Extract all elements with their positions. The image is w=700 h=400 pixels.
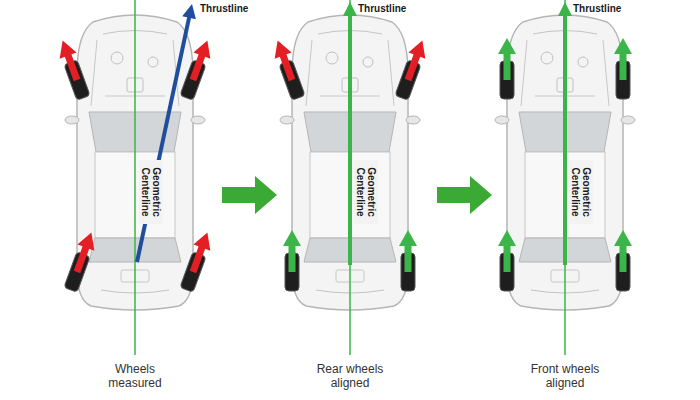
thrustline <box>137 16 190 262</box>
step-arrow <box>437 176 492 214</box>
centerline-label: Geometric Centerline <box>139 160 163 224</box>
centerline-label: Geometric Centerline <box>569 160 593 224</box>
toe-arrow <box>400 37 431 83</box>
toe-arrow <box>269 37 300 83</box>
car-measured <box>54 0 216 355</box>
toe-arrow <box>185 229 216 275</box>
thrustline <box>563 14 567 265</box>
toe-arrow <box>69 229 100 275</box>
thrustline-label: Thrustline <box>358 3 406 14</box>
toe-arrow <box>498 38 516 80</box>
centerline <box>134 0 136 355</box>
thrustline-label: Thrustline <box>573 3 621 14</box>
thrustline-head <box>558 2 572 16</box>
car-front-aligned <box>495 0 635 355</box>
centerline <box>349 0 351 355</box>
thrustline-label: Thrustline <box>200 3 248 14</box>
step-caption: Wheels measured <box>96 362 174 390</box>
centerline-label: Geometric Centerline <box>354 160 378 224</box>
step-caption: Front wheels aligned <box>526 362 604 390</box>
toe-arrow <box>54 37 85 83</box>
step-caption: Rear wheels aligned <box>311 362 389 390</box>
toe-arrow <box>185 37 216 83</box>
toe-arrow <box>399 230 417 272</box>
thrustline-head <box>182 3 199 20</box>
car-rear-aligned <box>269 0 431 355</box>
toe-arrow <box>283 230 301 272</box>
toe-arrow <box>614 230 632 272</box>
centerline <box>564 0 566 355</box>
toe-arrow <box>614 38 632 80</box>
step-arrow <box>222 176 277 214</box>
thrustline-head <box>343 2 357 16</box>
toe-arrow <box>498 230 516 272</box>
thrustline <box>348 14 352 265</box>
